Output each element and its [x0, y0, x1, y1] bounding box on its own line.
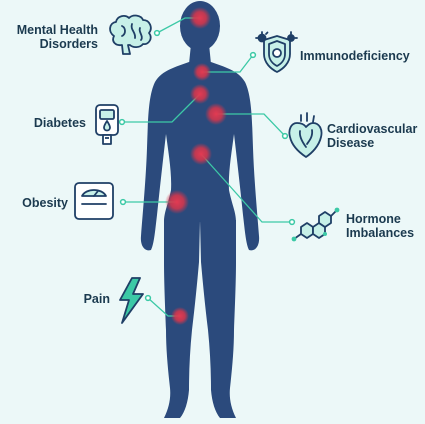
heart-icon — [289, 113, 321, 157]
lightning-icon — [120, 278, 143, 323]
label-obesity: Obesity — [8, 196, 68, 210]
neck — [189, 44, 211, 64]
label-diabetes: Diabetes — [14, 116, 86, 130]
label-immunodeficiency: Immunodeficiency — [300, 49, 410, 63]
hotspot-knee — [171, 307, 189, 325]
label-mental-health-line1: Mental Health — [6, 23, 98, 37]
hotspot-chest-left — [190, 84, 210, 104]
hotspot-hip — [165, 190, 189, 214]
label-hormone: Hormone Imbalances — [346, 212, 414, 240]
label-cardiovascular-line2: Disease — [327, 136, 417, 150]
hotspot-abdomen — [190, 143, 212, 165]
scale-icon — [75, 183, 113, 219]
label-mental-health-line2: Disorders — [6, 37, 98, 51]
virus-shield-icon — [256, 32, 297, 72]
right-leg — [200, 220, 236, 418]
hotspot-heart — [205, 103, 227, 125]
hotspot-throat — [193, 63, 211, 81]
label-pain: Pain — [60, 292, 110, 306]
hotspot-head — [189, 7, 211, 29]
molecule-icon — [292, 208, 340, 242]
glucose-meter-icon — [96, 105, 118, 144]
label-hormone-line1: Hormone — [346, 212, 414, 226]
label-mental-health: Mental Health Disorders — [6, 23, 98, 51]
label-hormone-line2: Imbalances — [346, 226, 414, 240]
label-cardiovascular: Cardiovascular Disease — [327, 122, 417, 150]
brain-icon — [110, 16, 151, 54]
label-cardiovascular-line1: Cardiovascular — [327, 122, 417, 136]
